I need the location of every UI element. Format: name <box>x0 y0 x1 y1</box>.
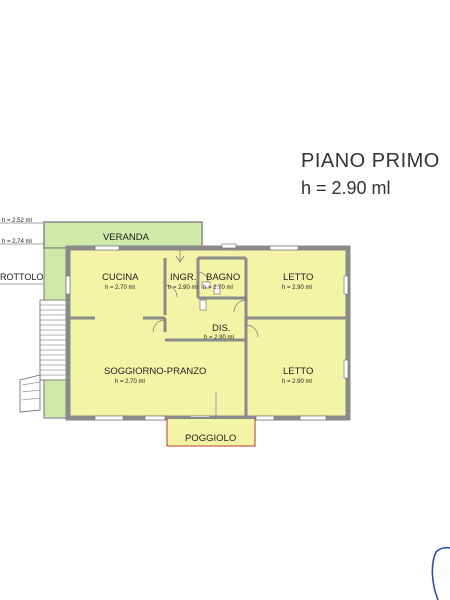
building-outline <box>65 245 351 421</box>
veranda-area <box>43 221 203 249</box>
room-label-soggiorno: SOGGIORNO-PRANZO <box>104 366 206 377</box>
room-height-ingresso: h = 2.90 ml <box>168 285 198 291</box>
level-marker-1: h = 2.52 ml <box>2 218 32 224</box>
bathroom-fixtures <box>199 281 221 311</box>
room-label-bagno: BAGNO <box>206 272 240 283</box>
level-markers: h = 2.52 ml h = 2.74 ml ROTTOLO <box>0 218 44 285</box>
stair-label: ROTTOLO <box>0 272 43 282</box>
veranda-label: VERANDA <box>103 232 150 243</box>
room-label-letto-1: LETTO <box>283 272 313 283</box>
floor-height: h = 2.90 ml <box>301 178 391 198</box>
room-label-letto-2: LETTO <box>283 366 313 377</box>
interior-walls <box>68 256 348 418</box>
room-label-dis: DIS. <box>212 323 230 334</box>
balcony-area <box>166 417 256 447</box>
compass-icon <box>431 546 450 600</box>
floor-title: PIANO PRIMO <box>301 150 440 172</box>
level-marker-2: h = 2.74 ml <box>2 239 32 245</box>
room-height-letto-1: h = 2.90 ml <box>282 285 312 291</box>
room-label-cucina: CUCINA <box>102 272 139 283</box>
room-height-dis: h = 2.90 ml <box>204 335 234 341</box>
room-label-ingresso: INGR. <box>170 272 196 283</box>
room-label-poggiolo: POGGIOLO <box>185 433 236 444</box>
staircase <box>19 247 69 419</box>
room-height-bagno: h = 2.70 ml <box>203 285 233 291</box>
room-height-soggiorno: h = 2.70 ml <box>115 379 145 385</box>
room-height-letto-2: h = 2.90 ml <box>282 379 312 385</box>
room-height-cucina: h = 2.70 ml <box>105 285 135 291</box>
